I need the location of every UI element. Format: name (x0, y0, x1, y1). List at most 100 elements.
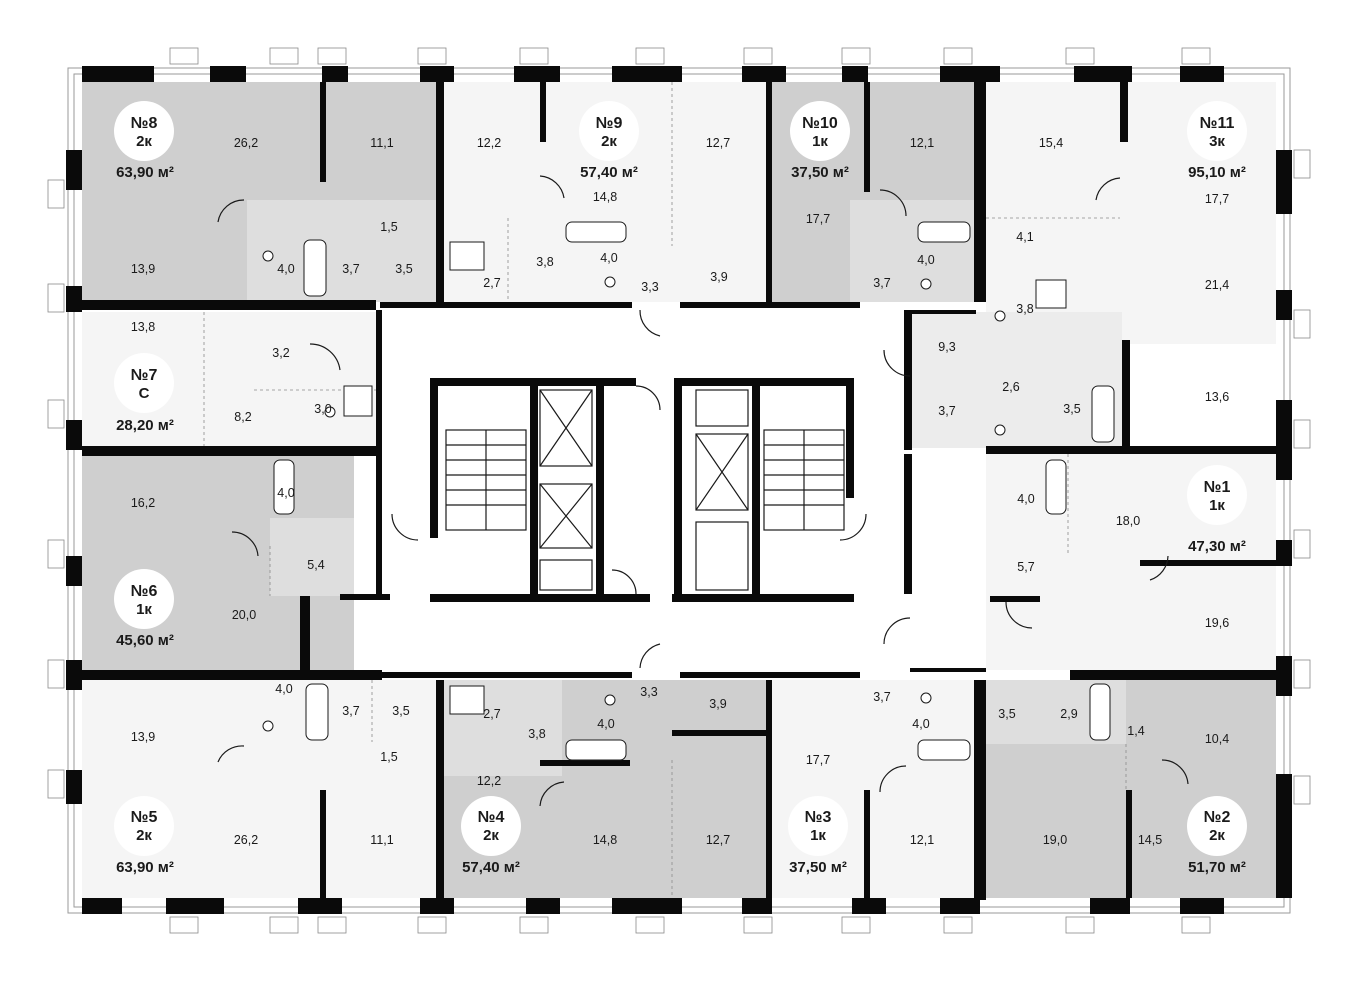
apt-6-hall (270, 518, 354, 596)
apartment-label-3: №3 1к 37,50 м² (788, 796, 848, 876)
room-area: 2,7 (483, 707, 500, 721)
apartment-area: 51,70 м² (1188, 859, 1246, 876)
room-area: 2,6 (1002, 380, 1019, 394)
room-area: 14,5 (1138, 833, 1162, 847)
room-area: 19,6 (1205, 616, 1229, 630)
apartment-label-4: №4 2к 57,40 м² (461, 796, 521, 876)
exterior-walls (66, 66, 1292, 914)
apartment-area: 95,10 м² (1188, 164, 1246, 181)
apartment-label-1: №1 1к 47,30 м² (1187, 465, 1247, 555)
apartment-number: №6 (131, 583, 158, 600)
room-area: 12,7 (706, 136, 730, 150)
room-area: 8,2 (234, 410, 251, 424)
apartment-label-6: №6 1к 45,60 м² (114, 569, 174, 649)
apartment-number: №9 (596, 115, 623, 132)
room-area: 3,8 (536, 255, 553, 269)
apartment-type: 1к (136, 601, 152, 618)
room-area: 3,3 (640, 685, 657, 699)
room-area: 1,5 (380, 220, 397, 234)
apt-8-hall (247, 200, 437, 302)
room-area: 2,9 (1060, 707, 1077, 721)
room-area: 20,0 (232, 608, 256, 622)
apartment-area: 57,40 м² (462, 859, 520, 876)
apartment-type: 3к (1209, 133, 1225, 150)
room-area: 1,5 (380, 750, 397, 764)
apartment-number: №10 (802, 115, 838, 132)
room-area: 17,7 (1205, 192, 1229, 206)
room-area: 4,0 (597, 717, 614, 731)
room-area: 3,9 (710, 270, 727, 284)
apartment-label-8: №8 2к 63,90 м² (114, 101, 174, 181)
room-area: 12,2 (477, 136, 501, 150)
apartment-fills (82, 82, 1276, 898)
apartment-number: №7 (131, 367, 158, 384)
room-area: 26,2 (234, 136, 258, 150)
apt-5-fill (82, 680, 436, 898)
apartment-type: 2к (483, 827, 499, 844)
apartment-area: 28,20 м² (116, 417, 174, 434)
room-area: 3,5 (998, 707, 1015, 721)
apartment-number: №1 (1204, 479, 1231, 496)
apartment-number: №8 (131, 115, 158, 132)
apartment-type: С (139, 385, 150, 402)
room-area: 13,6 (1205, 390, 1229, 404)
apartment-area: 63,90 м² (116, 859, 174, 876)
room-area: 14,8 (593, 190, 617, 204)
room-area: 5,7 (1017, 560, 1034, 574)
apartment-number: №11 (1200, 115, 1235, 132)
apartment-type: 2к (136, 133, 152, 150)
apartment-label-7: №7 С 28,20 м² (114, 353, 174, 434)
room-area: 9,3 (938, 340, 955, 354)
doors (217, 175, 1189, 807)
room-area: 19,0 (1043, 833, 1067, 847)
room-area: 2,7 (483, 276, 500, 290)
room-area: 3,7 (873, 690, 890, 704)
apartment-area: 45,60 м² (116, 632, 174, 649)
room-area: 5,4 (307, 558, 324, 572)
facade-windows (47, 47, 1311, 934)
room-area: 3,8 (1016, 302, 1033, 316)
elevator-3 (695, 433, 749, 511)
apartment-area: 37,50 м² (791, 164, 849, 181)
room-area: 4,1 (1016, 230, 1033, 244)
room-area: 3,2 (272, 346, 289, 360)
interior-walls (82, 82, 1276, 900)
room-area: 17,7 (806, 212, 830, 226)
elevator-2 (539, 483, 593, 549)
apartment-type: 2к (136, 827, 152, 844)
apartment-number: №4 (478, 809, 505, 826)
apartment-label-11: №11 3к 95,10 м² (1187, 101, 1247, 181)
apartment-number: №5 (131, 809, 158, 826)
apartment-label-10: №10 1к 37,50 м² (790, 101, 850, 181)
room-area: 13,9 (131, 730, 155, 744)
apt-3-fill (772, 680, 974, 898)
room-area: 26,2 (234, 833, 258, 847)
room-area: 12,7 (706, 833, 730, 847)
apartment-area: 37,50 м² (789, 859, 847, 876)
room-area: 4,0 (917, 253, 934, 267)
room-area: 3,5 (392, 704, 409, 718)
room-area: 3,7 (342, 262, 359, 276)
room-area: 17,7 (806, 753, 830, 767)
apartment-number: №3 (805, 809, 832, 826)
room-area: 3,8 (528, 727, 545, 741)
room-area: 4,0 (277, 262, 294, 276)
apartment-label-2: №2 2к 51,70 м² (1187, 796, 1247, 876)
room-area: 3,9 (709, 697, 726, 711)
apartment-area: 47,30 м² (1188, 538, 1246, 555)
room-area: 13,9 (131, 262, 155, 276)
room-area: 3,0 (314, 402, 331, 416)
room-area: 10,4 (1205, 732, 1229, 746)
room-area: 4,0 (277, 486, 294, 500)
apartment-type: 2к (601, 133, 617, 150)
room-area: 4,0 (275, 682, 292, 696)
room-area: 11,1 (370, 833, 393, 847)
room-area: 13,8 (131, 320, 155, 334)
room-area: 4,0 (1017, 492, 1034, 506)
room-area: 14,8 (593, 833, 617, 847)
room-area: 18,0 (1116, 514, 1140, 528)
room-labels: 26,2 11,1 1,5 4,0 3,7 3,5 13,9 12,2 14,8… (131, 136, 1229, 847)
zone-separators (203, 82, 1127, 898)
room-area: 16,2 (131, 496, 155, 510)
